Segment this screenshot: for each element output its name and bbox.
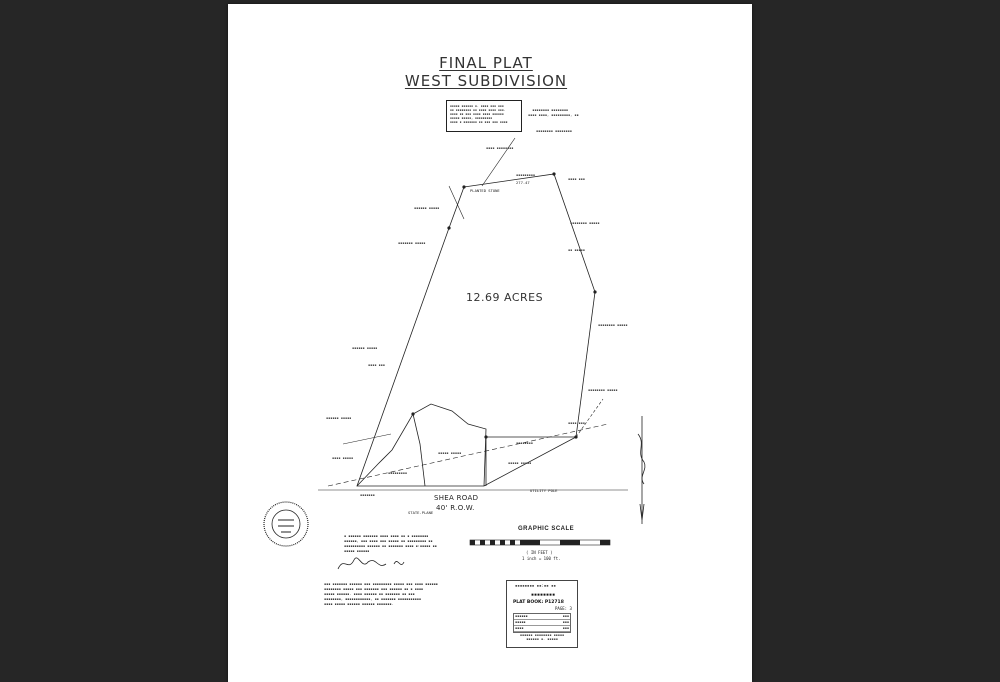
plat-drawing: ▪▪▪▪▪▪▪▪▪ ▪▪▪▪ ▪▪▪▪▪▪▪▪ ▪▪▪▪▪▪▪▪ ▪▪▪▪▪▪▪…	[263, 129, 646, 570]
adjoiner-label: ▪▪▪▪▪▪ ▪▪▪▪▪	[414, 206, 439, 210]
register-of-deeds-text: ▪▪▪▪▪▪ ▪▪▪▪▪▪▪▪ ▪▪▪▪▪ ▪▪▪▪▪▪ ▪. ▪▪▪▪▪	[519, 633, 565, 641]
property-address-block: ▪▪▪▪▪▪▪▪ ▪▪▪▪▪▪▪▪ ▪▪▪▪ ▪▪▪▪, ▪▪▪▪▪▪▪▪▪, …	[528, 108, 579, 117]
iron-pin-label: ▪▪▪▪ ▪▪▪	[568, 177, 585, 181]
nw-extension	[448, 185, 465, 220]
surveyor-certification: ▪ ▪▪▪▪▪▪ ▪▪▪▪▪▪▪ ▪▪▪▪ ▪▪▪▪ ▪▪ ▪ ▪▪▪▪▪▪▪▪…	[344, 534, 437, 553]
document-page: FINAL PLAT WEST SUBDIVISION ▪▪▪▪▪ ▪▪▪▪▪▪…	[228, 4, 752, 682]
corner-marker	[593, 290, 597, 294]
plat-page-label: PAGE: 3	[555, 606, 572, 611]
graphic-scale-bar	[469, 539, 611, 546]
adjoiner-label: ▪▪▪▪ ▪▪▪▪▪▪▪▪	[486, 146, 513, 150]
corner-marker	[462, 185, 466, 189]
iron-pin-label: ▪▪▪▪ ▪▪▪	[368, 363, 385, 367]
corner-marker	[447, 226, 451, 230]
west-tick	[342, 433, 392, 445]
adjoiner-label: ▪▪▪▪▪▪▪▪ ▪▪▪▪▪	[598, 323, 628, 327]
plat-book-label: PLAT BOOK: P12718	[513, 600, 564, 605]
bearing-label: ▪▪▪▪▪▪▪▪▪	[388, 471, 407, 475]
adjoiner-label: ▪▪▪▪▪▪ ▪▪▪▪▪	[352, 346, 377, 350]
adjoiner-label: ▪▪▪▪▪▪▪▪ ▪▪▪▪▪	[588, 388, 618, 392]
bearing-label: ▪▪▪▪▪▪▪▪	[516, 441, 533, 445]
recording-fees-table: ▪▪▪▪▪▪▪▪▪ ▪▪▪▪▪▪▪▪ ▪▪▪▪▪▪▪	[513, 613, 571, 633]
survey-info-text: ▪▪▪▪▪ ▪▪▪▪▪▪ ▪. ▪▪▪▪ ▪▪▪ ▪▪▪ ▪▪ ▪▪▪▪▪▪▪▪…	[450, 104, 508, 124]
surveyor-seal-icon	[263, 501, 309, 547]
fee-row: ▪▪▪▪▪▪▪▪▪	[514, 614, 570, 620]
boundary-line	[356, 173, 596, 487]
adjoiner-label: ▪▪▪▪▪▪▪▪ ▪▪▪▪▪▪▪▪	[536, 129, 572, 133]
adjoiner-label: ▪▪▪▪ ▪▪▪▪▪	[332, 456, 353, 460]
road-right-of-way: 40' R.O.W.	[436, 504, 475, 512]
fee-row: ▪▪▪▪▪▪▪	[514, 626, 570, 632]
recording-number: ▪▪▪▪▪▪▪▪	[531, 592, 556, 598]
top-line-distance: 277.47	[516, 180, 530, 185]
surveyor-signature	[337, 557, 405, 570]
adjoiner-label: ▪▪▪▪▪▪▪▪ ▪▪▪▪▪	[570, 221, 600, 225]
interior-line-west	[412, 413, 426, 487]
graphic-scale-units: ( IN FEET )	[526, 550, 553, 555]
bearing-label: ▪▪▪▪▪▪▪	[360, 493, 375, 497]
north-extension	[481, 137, 516, 187]
east-extension	[575, 398, 604, 438]
interior-lot-line	[356, 403, 487, 487]
north-arrow-icon	[637, 416, 646, 524]
recording-stamp: ▪▪▪▪▪▪▪▪ ▪▪:▪▪ ▪▪ ▪▪▪▪▪▪▪▪ PLAT BOOK: P1…	[506, 580, 578, 648]
graphic-scale-ratio: 1 inch = 100 ft.	[522, 556, 561, 561]
road-centerline	[327, 423, 609, 487]
survey-notes: ▪▪▪ ▪▪▪▪▪▪▪ ▪▪▪▪▪▪ ▪▪▪ ▪▪▪▪▪▪▪▪▪ ▪▪▪▪▪ ▪…	[324, 582, 438, 606]
adjoiner-label: ▪▪▪▪▪ ▪▪▪▪▪	[438, 451, 461, 455]
marker-label: ▪▪ ▪▪▪▪▪	[568, 248, 585, 252]
road-name: SHEA ROAD	[434, 494, 479, 502]
corner-marker	[574, 435, 578, 439]
adjoiner-label: ▪▪▪▪▪▪▪ ▪▪▪▪▪	[398, 241, 425, 245]
iron-pin-label: ▪▪▪▪ ▪▪▪	[568, 421, 585, 425]
adjoiner-label: ▪▪▪▪▪▪ ▪▪▪▪▪	[326, 416, 351, 420]
plat-subtitle: WEST SUBDIVISION	[404, 72, 568, 90]
state-plane-label: STATE-PLANE	[408, 510, 434, 515]
recording-stamp-header: ▪▪▪▪▪▪▪▪ ▪▪:▪▪ ▪▪	[515, 583, 556, 588]
plat-title: FINAL PLAT	[439, 54, 533, 72]
bearing-label: ▪▪▪▪▪▪▪▪▪	[516, 173, 535, 177]
corner-marker	[411, 412, 415, 416]
adjoiner-label: ▪▪▪▪▪ ▪▪▪▪▪	[508, 461, 531, 465]
utility-pole-label: UTILITY POLE	[530, 488, 558, 493]
planted-stone-label: PLANTED STONE	[470, 188, 500, 193]
acreage-label: 12.69 ACRES	[466, 291, 544, 304]
corner-marker	[484, 435, 488, 439]
graphic-scale-title: GRAPHIC SCALE	[518, 526, 575, 532]
fee-row: ▪▪▪▪▪▪▪▪	[514, 620, 570, 626]
corner-marker	[552, 172, 556, 176]
survey-info-box: ▪▪▪▪▪ ▪▪▪▪▪▪ ▪. ▪▪▪▪ ▪▪▪ ▪▪▪ ▪▪ ▪▪▪▪▪▪▪▪…	[446, 100, 522, 132]
